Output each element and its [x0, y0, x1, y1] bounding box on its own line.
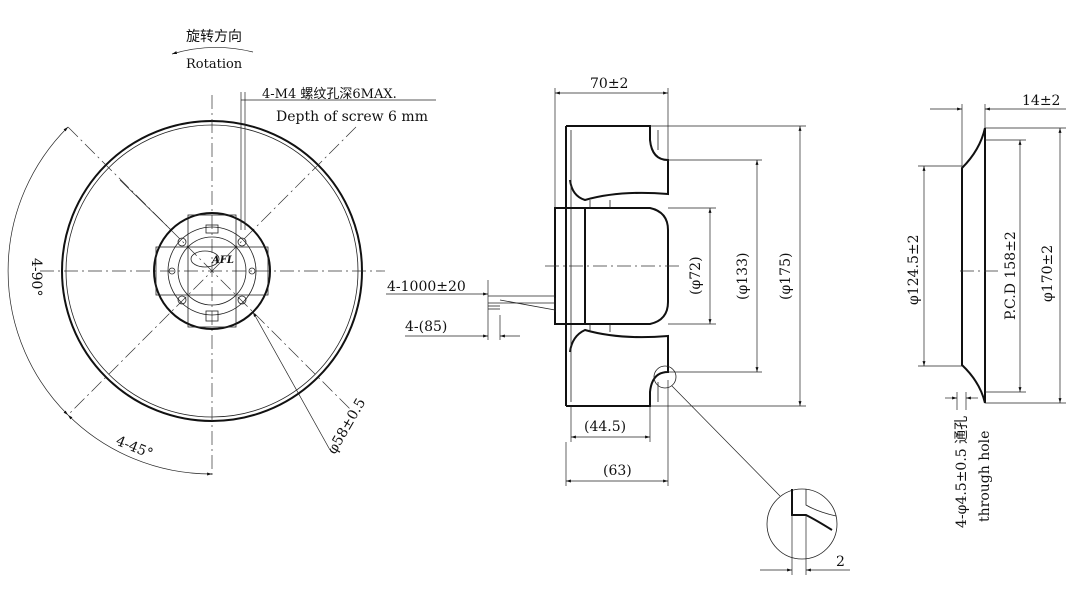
- hub-dia-label: φ58±0.5: [325, 396, 370, 457]
- screw-spec-label: 4-M4 螺纹孔深6MAX.: [262, 87, 397, 102]
- ring-view: 14±2 φ124.5±2 P.C.D 158±2 φ170±2 4-φ4.5±…: [906, 93, 1066, 528]
- motor-hub: AFL: [153, 212, 271, 330]
- rotation-label-cn: 旋转方向: [186, 29, 242, 45]
- angle-90-label: 4-90°: [28, 258, 44, 296]
- dim-pcd-label: P.C.D 158±2: [1003, 231, 1019, 320]
- hole-type-label: through hole: [977, 431, 993, 522]
- screw-hole-2: [237, 237, 247, 247]
- angle-90-arc: [7, 126, 69, 416]
- dim-14-label: 14±2: [1022, 93, 1060, 109]
- screw-hole-1: [177, 237, 187, 247]
- dim-445-label: (44.5): [584, 419, 626, 435]
- dim-72-label: (φ72): [688, 256, 704, 295]
- detail-view-circle: [766, 488, 838, 560]
- rotation-label-en: Rotation: [186, 57, 243, 72]
- angle-45-label: 4-45°: [113, 433, 155, 462]
- detail-view-profile: [791, 489, 833, 531]
- detail-leader: [671, 385, 781, 497]
- dim-133-label: (φ133): [735, 253, 751, 300]
- side-view: 70±2 (φ72) (φ133) (φ175) 4-1000±20 4-(85…: [386, 76, 850, 575]
- hole-spec-label: 4-φ4.5±0.5 通孔: [954, 416, 970, 528]
- logo-mark: [190, 250, 220, 268]
- dim-1245-label: φ124.5±2: [906, 234, 922, 305]
- dim-170-label: φ170±2: [1040, 245, 1056, 302]
- front-view: AFL 旋转方向 Rotation 4-M4 螺纹孔深6MAX. Depth o…: [7, 29, 436, 478]
- dim-63-label: (63): [603, 463, 632, 479]
- impeller-top-outline: [565, 125, 669, 406]
- screw-hole-3: [177, 295, 187, 305]
- inlet-ring-profile: [961, 127, 986, 404]
- impeller-bottom-outline: [566, 328, 669, 407]
- dim-70-label: 70±2: [590, 76, 628, 92]
- rotation-arrow: [171, 47, 254, 55]
- screw-hole-4: [237, 295, 247, 305]
- angle-45-arc: [67, 414, 213, 476]
- screw-depth-label: Depth of screw 6 mm: [276, 109, 428, 125]
- front-diagonal-centerline-b: [67, 126, 357, 416]
- hub-dia-leader: [252, 311, 331, 451]
- dim-cable-label: 4-1000±20: [387, 279, 466, 295]
- logo-text: AFL: [211, 255, 234, 266]
- dim-175-label: (φ175): [778, 253, 794, 300]
- dim-strip-label: 4-(85): [405, 319, 447, 335]
- detail-marker-circle: [653, 365, 677, 389]
- detail-gap-label: 2: [836, 554, 845, 570]
